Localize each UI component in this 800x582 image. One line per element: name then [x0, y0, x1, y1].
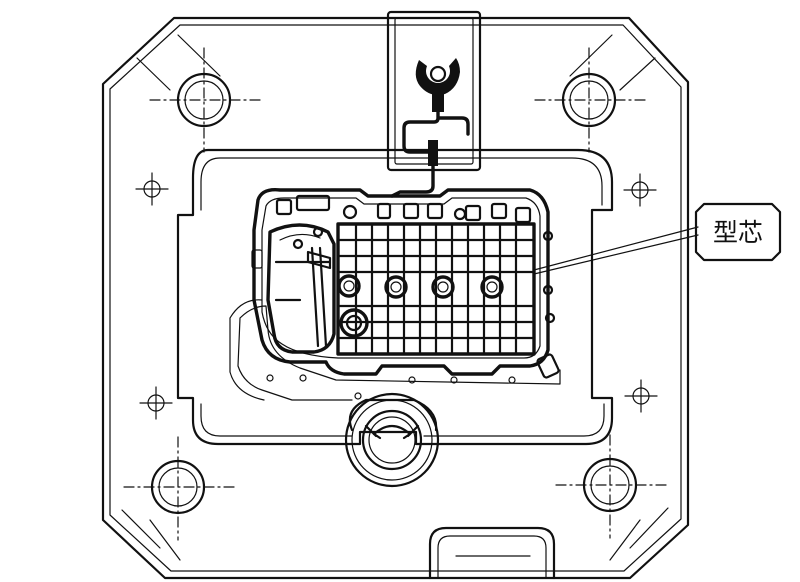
left-housing [266, 223, 336, 354]
bottom-holes [266, 374, 516, 400]
sprue-clamp-icon [415, 58, 460, 95]
rib-grid [336, 222, 536, 356]
top-bosses [275, 194, 532, 224]
bottom-sprue-boss [344, 392, 440, 488]
crosshair-marks [135, 172, 658, 420]
sprue-insert-block [386, 10, 482, 198]
cylinder-bosses [337, 274, 504, 299]
oil-filler-boss [339, 308, 369, 338]
crosshair-left-top [135, 172, 169, 206]
crosshair-left-bottom [139, 386, 173, 420]
guide-bushing-top-left [136, 34, 261, 153]
callout-box [694, 202, 782, 262]
crosshair-right-bottom [624, 379, 658, 413]
guide-bushing-top-right [534, 34, 656, 153]
bottom-clamp-slot [428, 526, 556, 580]
callout-label: 型芯 [713, 218, 763, 247]
guide-bushing-bottom-right [555, 434, 669, 561]
guide-bushing-bottom-left [121, 436, 235, 561]
core-part [229, 188, 561, 401]
right-side-tabs [251, 230, 560, 379]
outer-mold-plate [101, 16, 690, 580]
core-insert-pocket [176, 148, 614, 446]
crosshair-right-top [623, 173, 657, 207]
callout: 型芯 [533, 202, 782, 275]
